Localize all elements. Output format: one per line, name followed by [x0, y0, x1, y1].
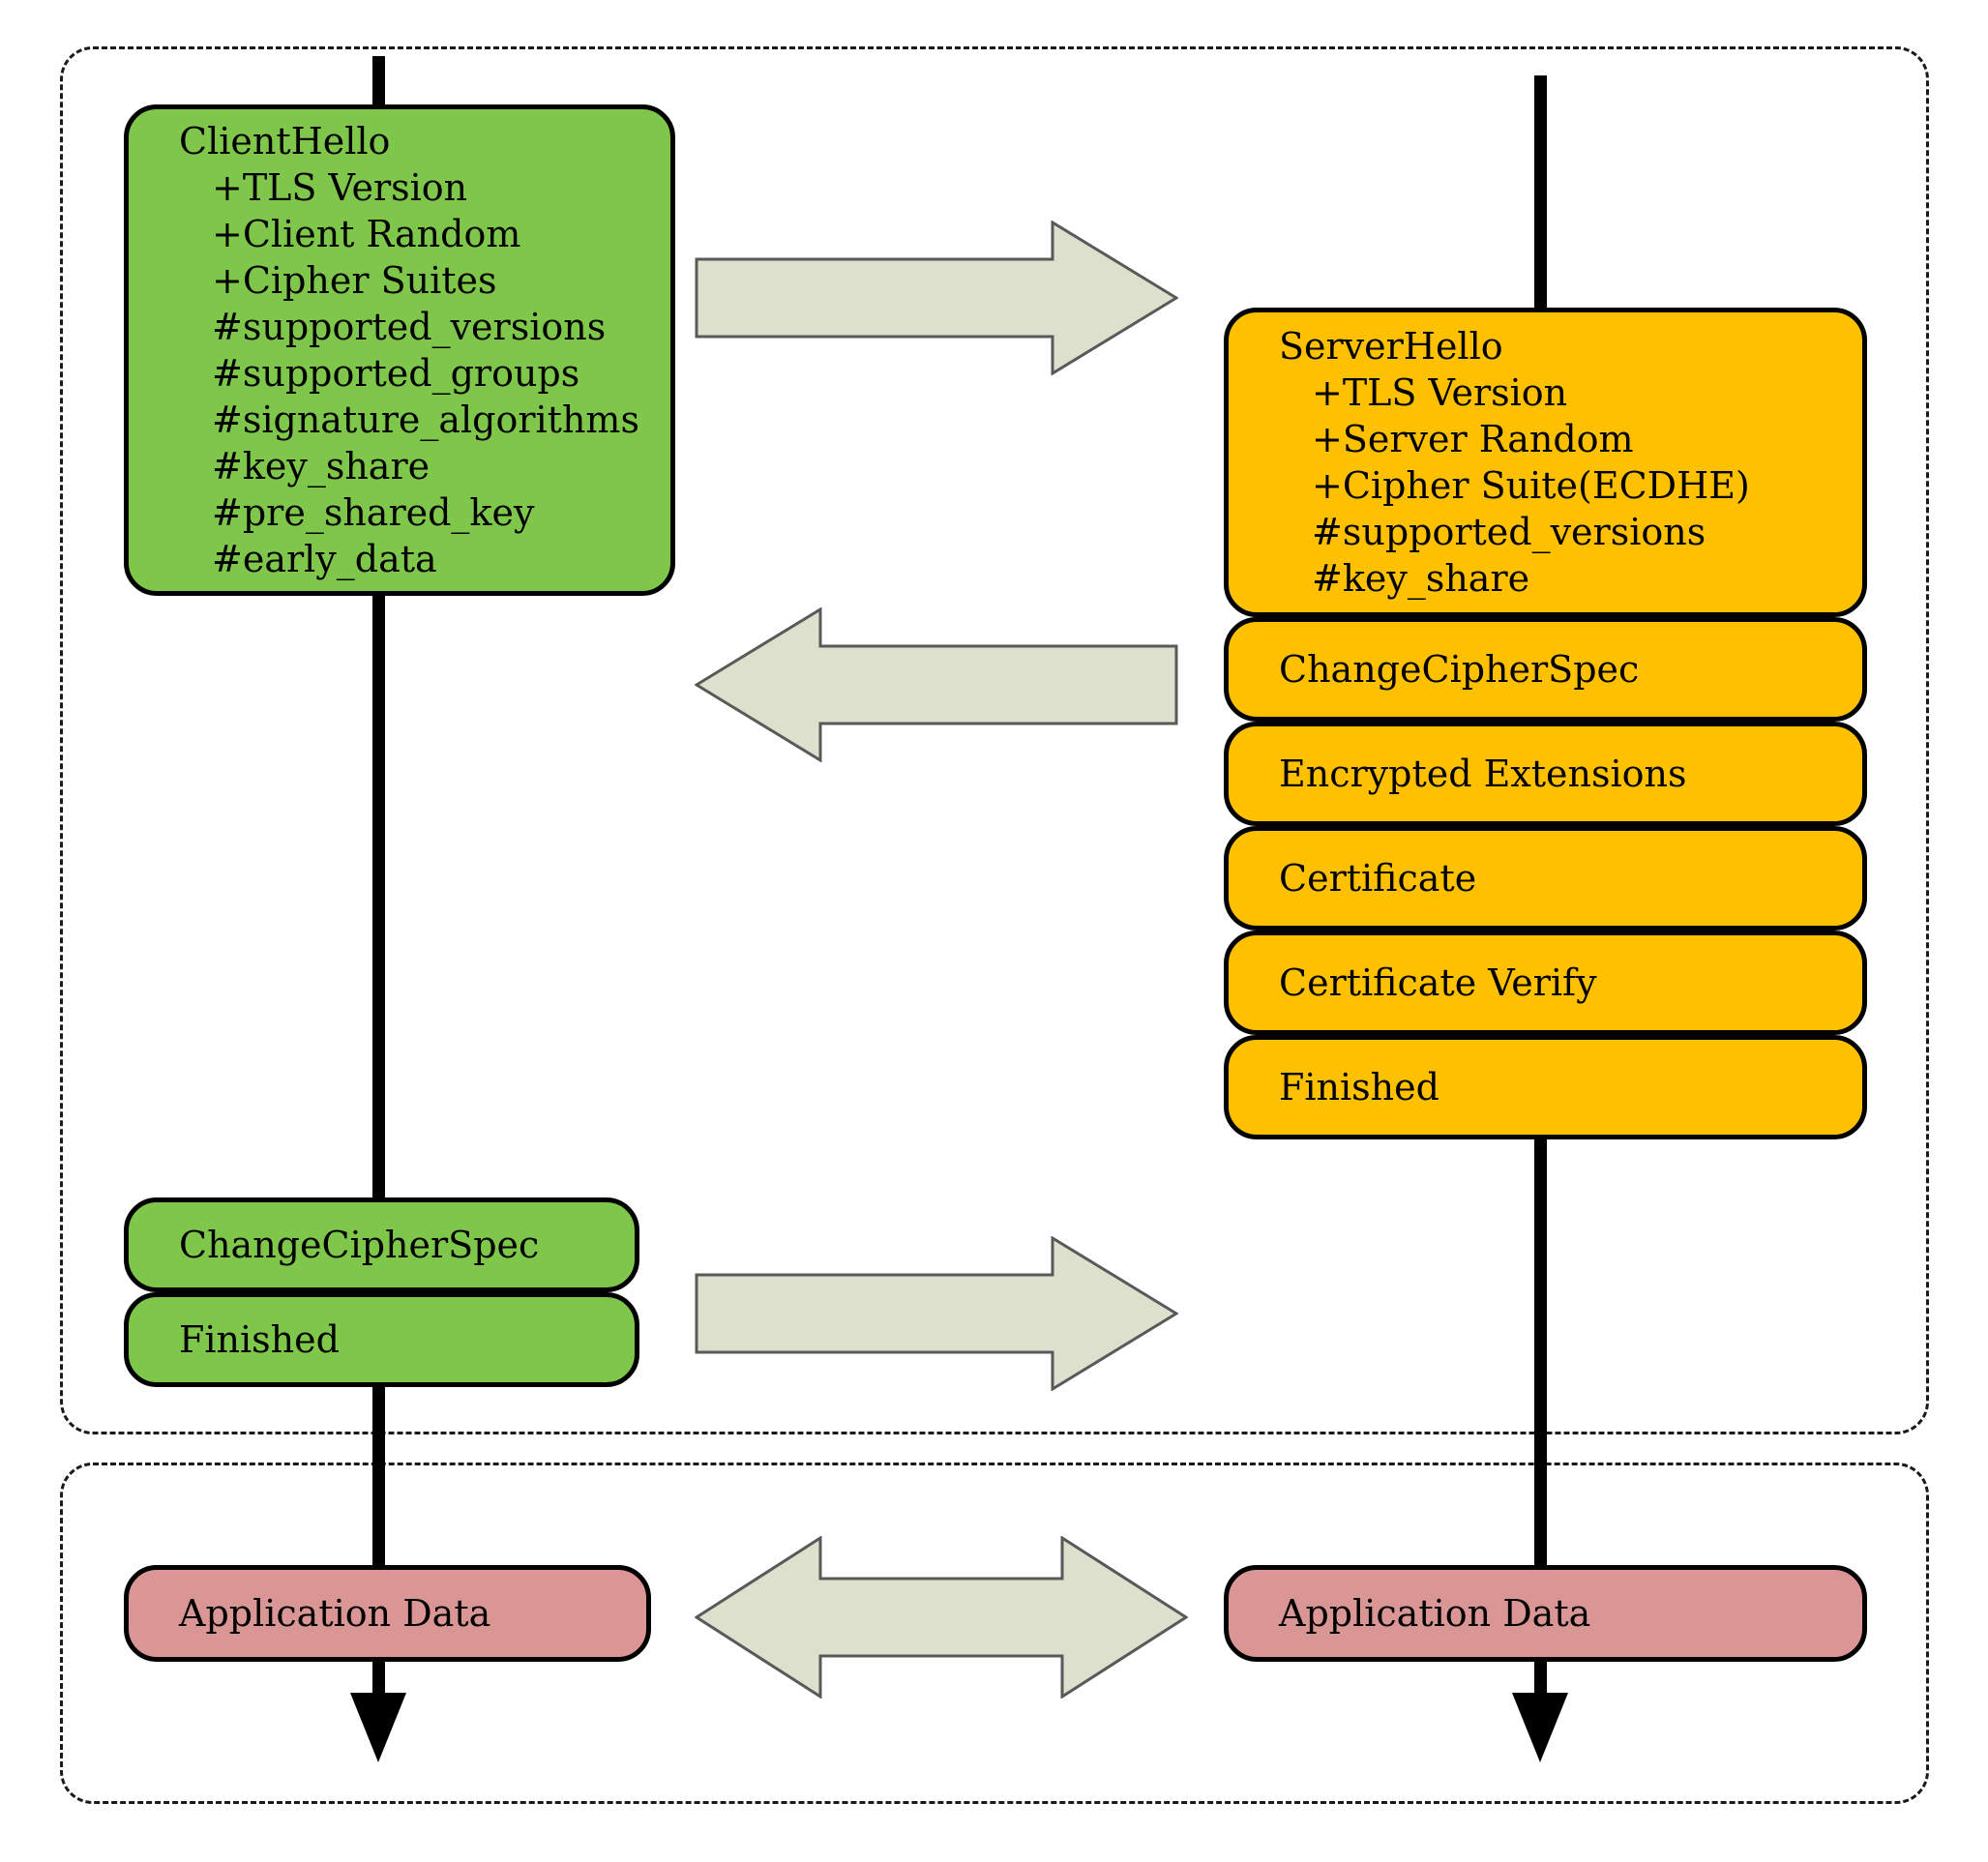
client-application-data-box[interactable]: Application Data	[124, 1565, 651, 1662]
client-hello-field-7: #pre_shared_key	[212, 491, 535, 534]
client-finished-box[interactable]: Finished	[124, 1292, 639, 1387]
client-hello-field-8: #early_data	[212, 538, 437, 580]
server-certificate-verify-box[interactable]: Certificate Verify	[1224, 931, 1867, 1035]
client-hello-box[interactable]: ClientHello +TLS Version +Client Random …	[124, 104, 675, 596]
server-certificate-verify-label: Certificate Verify	[1279, 961, 1597, 1004]
client-hello-arrow	[695, 221, 1178, 375]
client-change-cipher-spec-label: ChangeCipherSpec	[179, 1224, 540, 1266]
server-hello-field-3: #supported_versions	[1312, 511, 1706, 553]
client-hello-field-3: #supported_versions	[212, 306, 607, 348]
client-hello-field-2: +Cipher Suites	[212, 259, 497, 302]
server-application-data-box[interactable]: Application Data	[1224, 1565, 1867, 1662]
server-hello-field-1: +Server Random	[1312, 418, 1634, 460]
server-change-cipher-spec-box[interactable]: ChangeCipherSpec	[1224, 617, 1867, 722]
client-hello-field-5: #signature_algorithms	[212, 399, 639, 441]
server-certificate-box[interactable]: Certificate	[1224, 826, 1867, 931]
server-hello-box[interactable]: ServerHello +TLS Version +Server Random …	[1224, 308, 1867, 617]
client-lifeline-mid	[372, 592, 385, 1211]
client-finished-arrow	[695, 1236, 1178, 1391]
server-lifeline-top	[1534, 75, 1547, 308]
server-hello-title: ServerHello	[1279, 325, 1503, 368]
server-change-cipher-spec-label: ChangeCipherSpec	[1279, 648, 1640, 691]
server-hello-field-2: +Cipher Suite(ECDHE)	[1312, 464, 1750, 507]
server-encrypted-extensions-box[interactable]: Encrypted Extensions	[1224, 722, 1867, 826]
client-hello-field-1: +Client Random	[212, 213, 521, 255]
client-application-data-label: Application Data	[179, 1592, 491, 1635]
client-hello-field-4: #supported_groups	[212, 352, 580, 395]
server-application-data-label: Application Data	[1279, 1592, 1591, 1635]
server-finished-label: Finished	[1279, 1066, 1439, 1108]
client-lifeline-lower	[372, 1383, 385, 1577]
client-hello-field-6: #key_share	[212, 445, 430, 488]
server-encrypted-extensions-label: Encrypted Extensions	[1279, 753, 1687, 795]
server-hello-arrow	[695, 607, 1178, 762]
server-lifeline-arrowhead	[1512, 1693, 1568, 1762]
client-finished-label: Finished	[179, 1318, 340, 1361]
client-lifeline-arrowhead	[350, 1693, 406, 1762]
server-lifeline-mid	[1534, 1122, 1547, 1577]
server-finished-box[interactable]: Finished	[1224, 1035, 1867, 1139]
application-data-arrow	[695, 1536, 1188, 1699]
server-certificate-label: Certificate	[1279, 857, 1477, 900]
handshake-phase-container	[60, 46, 1929, 1434]
client-hello-title: ClientHello	[179, 120, 391, 163]
client-change-cipher-spec-box[interactable]: ChangeCipherSpec	[124, 1197, 639, 1292]
application-data-phase-container	[60, 1463, 1929, 1804]
server-hello-field-0: +TLS Version	[1312, 371, 1568, 414]
server-hello-field-4: #key_share	[1312, 557, 1530, 600]
client-lifeline-top	[372, 56, 385, 110]
client-hello-field-0: +TLS Version	[212, 166, 468, 209]
